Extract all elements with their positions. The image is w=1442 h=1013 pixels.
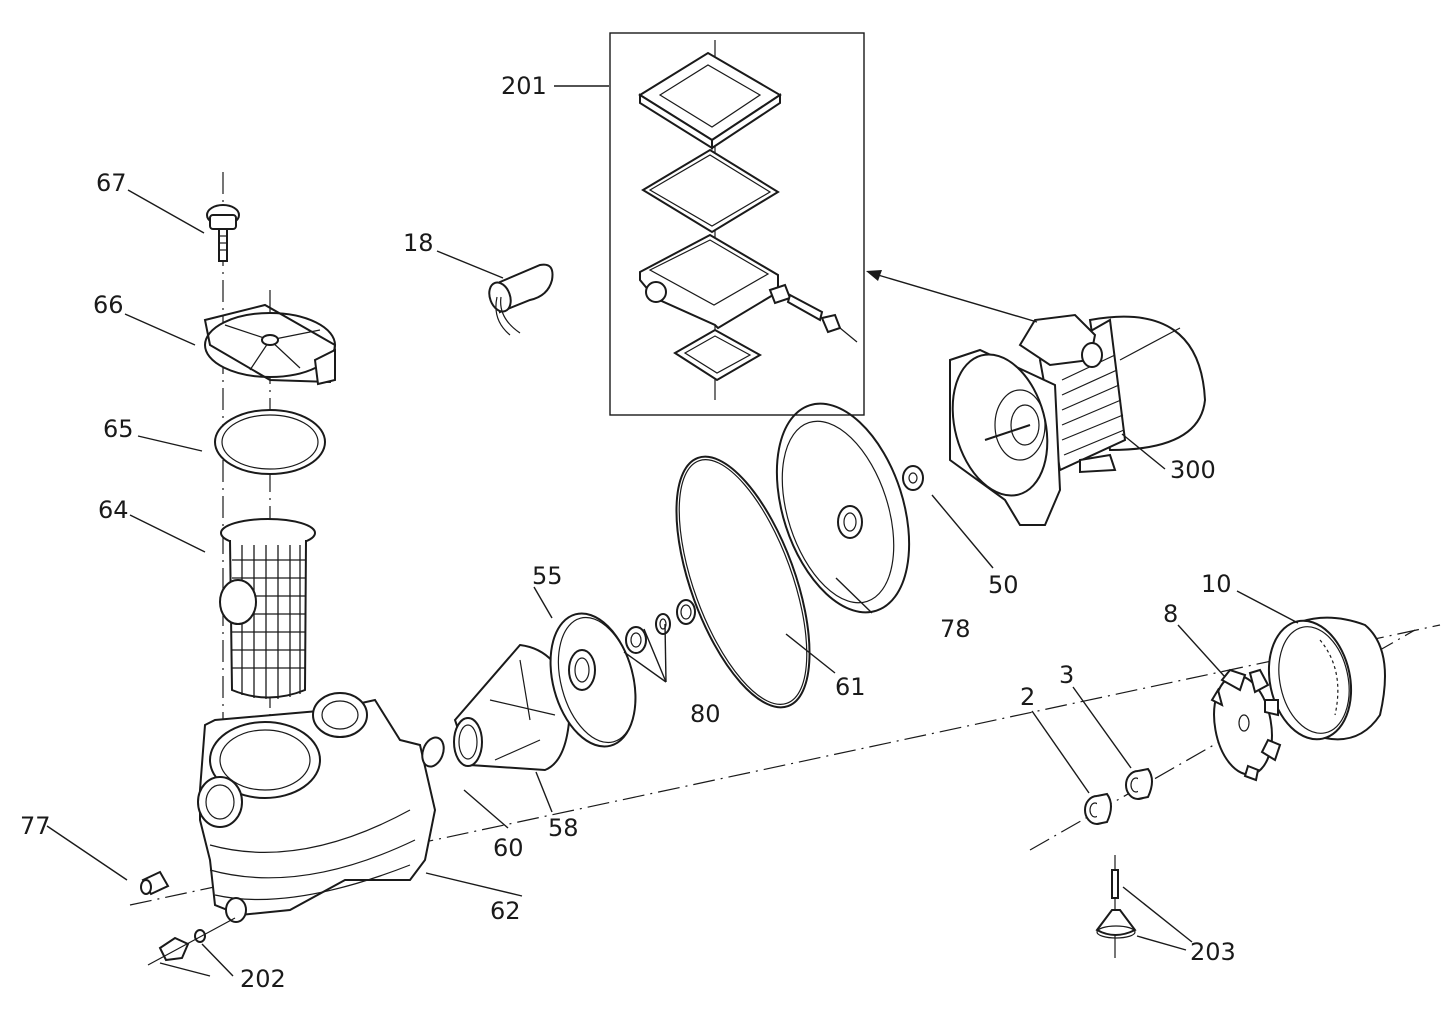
part-67-knob-screw[interactable] <box>206 204 240 262</box>
part-203-motor-foot[interactable] <box>1095 855 1137 958</box>
part-labels: 67 66 65 64 77 202 60 58 62 55 80 61 78 … <box>20 72 1236 993</box>
label-203: 203 <box>1190 938 1236 966</box>
label-201: 201 <box>501 72 547 100</box>
terminal-box-arrow <box>866 270 1038 323</box>
label-58: 58 <box>548 814 579 842</box>
part-66-strainer-lid[interactable] <box>203 303 337 386</box>
label-50: 50 <box>988 571 1019 599</box>
label-64: 64 <box>98 496 129 524</box>
leader-lines <box>46 85 1299 977</box>
part-201-terminal-box-inset[interactable] <box>609 32 865 416</box>
part-80-mechanical-seal[interactable] <box>625 599 696 654</box>
part-3-bearing[interactable] <box>1125 767 1153 800</box>
inset-frame <box>609 32 865 416</box>
label-55: 55 <box>532 562 563 590</box>
label-3: 3 <box>1059 661 1074 689</box>
part-18-capacitor[interactable] <box>485 263 554 336</box>
part-50-water-slinger[interactable] <box>902 465 924 491</box>
part-2-bearing[interactable] <box>1084 792 1112 825</box>
label-67: 67 <box>96 169 127 197</box>
part-202-drain-plug[interactable] <box>147 917 236 966</box>
label-65: 65 <box>103 415 134 443</box>
label-18: 18 <box>403 229 434 257</box>
part-60-oring[interactable] <box>418 734 447 769</box>
label-300: 300 <box>1170 456 1216 484</box>
label-202: 202 <box>240 965 286 993</box>
part-10-fan-cover[interactable] <box>1258 613 1386 747</box>
part-62-pump-body[interactable] <box>197 692 437 923</box>
label-10: 10 <box>1201 570 1232 598</box>
label-2: 2 <box>1020 683 1035 711</box>
label-78: 78 <box>940 615 971 643</box>
label-62: 62 <box>490 897 521 925</box>
part-78-seal-plate[interactable] <box>753 387 934 630</box>
part-300-motor[interactable] <box>938 313 1207 526</box>
part-77-plug[interactable] <box>140 870 170 896</box>
label-60: 60 <box>493 834 524 862</box>
part-55-impeller[interactable] <box>537 604 649 756</box>
label-61: 61 <box>835 673 866 701</box>
label-8: 8 <box>1163 600 1178 628</box>
part-64-strainer-basket[interactable] <box>219 518 316 699</box>
part-8-fan[interactable] <box>1207 668 1282 782</box>
part-65-lid-oring[interactable] <box>214 409 326 475</box>
part-61-body-oring[interactable] <box>649 440 837 724</box>
label-77: 77 <box>20 812 51 840</box>
label-80: 80 <box>690 700 721 728</box>
part-58-diffuser[interactable] <box>453 643 572 772</box>
label-66: 66 <box>93 291 124 319</box>
